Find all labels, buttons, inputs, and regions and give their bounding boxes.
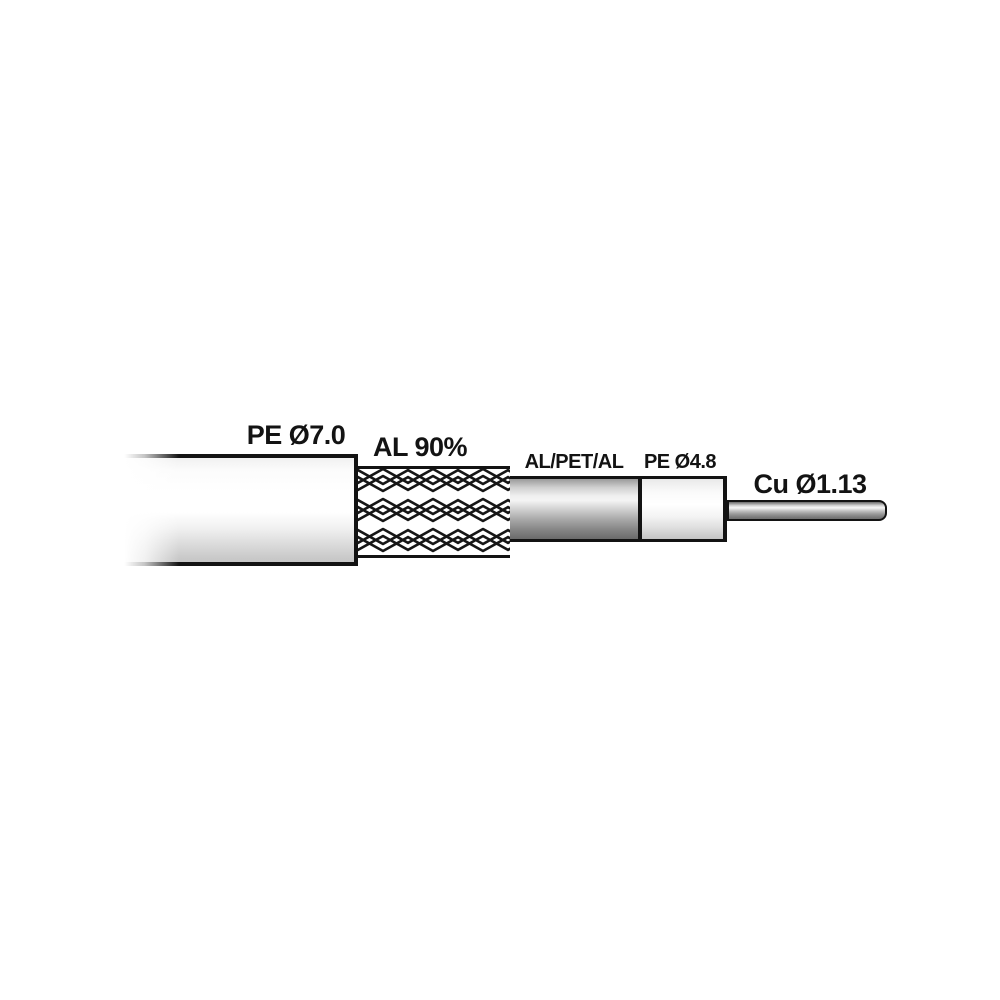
outer-jacket-layer (117, 453, 358, 567)
braid-shield-layer (358, 466, 510, 558)
foil-shield-layer (510, 476, 638, 542)
braid-weave-pattern (358, 469, 510, 555)
jacket-left-fade (117, 453, 179, 567)
braid-shield-label: AL 90% (372, 432, 468, 462)
dielectric-label: PE Ø4.8 (643, 451, 717, 473)
dielectric-layer (638, 476, 727, 542)
jacket-end-outline (354, 454, 358, 566)
outer-jacket-label: PE Ø7.0 (246, 420, 346, 450)
center-conductor-label: Cu Ø1.13 (753, 469, 867, 499)
center-conductor-layer (727, 500, 887, 521)
foil-shield-label: AL/PET/AL (524, 451, 624, 473)
jacket-bottom-outline (118, 562, 358, 566)
jacket-top-outline (118, 454, 358, 458)
